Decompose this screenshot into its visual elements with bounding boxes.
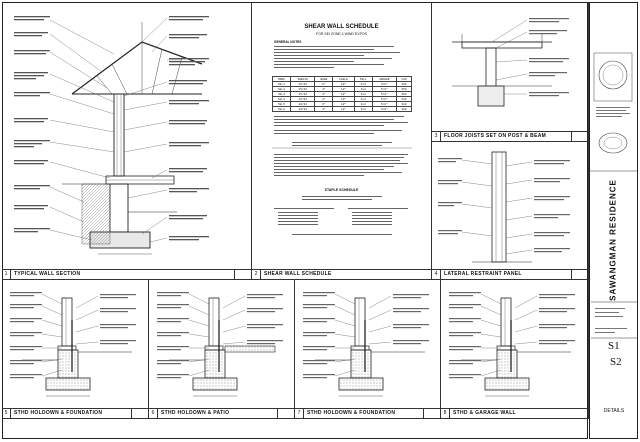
table-cell: SW-6 — [271, 106, 292, 112]
table-cell: 3x4 — [353, 106, 373, 112]
table-cell: 5/8" — [371, 106, 398, 112]
scale-box — [277, 409, 294, 418]
sheet-border — [2, 2, 588, 439]
panel-title: STHD HOLDOWN & PATIO — [161, 410, 230, 416]
post-beam-drawing — [452, 18, 569, 107]
schedule-notes — [274, 46, 400, 68]
panel-number: 4 — [432, 270, 441, 279]
holdown-detail-drawing — [303, 292, 429, 397]
revision-lines — [591, 301, 638, 339]
staple-schedule-title: STAPLE SCHEDULE — [324, 188, 359, 192]
panel-number: 2 — [252, 270, 261, 279]
table-cell: 460 — [396, 106, 412, 112]
panel-number: 7 — [295, 409, 304, 418]
holdown-detail-drawing — [157, 292, 283, 397]
table-cell: 12" — [332, 106, 355, 112]
project-title: SAWANGMAN RESIDENCE — [608, 179, 618, 301]
schedule-subtitle: FOR SEI ZONE 4 WIND EXPOS — [316, 32, 367, 36]
staple-schedule-notes — [274, 196, 408, 235]
details-label: DETAILS — [603, 408, 625, 414]
engineer-stamps — [590, 52, 637, 172]
scale-box — [234, 270, 251, 279]
panel-number: 6 — [149, 409, 158, 418]
schedule-footnotes — [272, 116, 412, 176]
table-cell: 19/32 — [290, 106, 316, 112]
panel-title: STHD HOLDOWN & FOUNDATION — [14, 410, 103, 416]
project-title-area: SAWANGMAN RESIDENCE — [591, 179, 635, 301]
schedule-title: SHEAR WALL SCHEDULE — [304, 24, 379, 30]
panel-title: LATERAL RESTRAINT PANEL — [444, 271, 522, 277]
sheet-number-current: S1 — [608, 340, 620, 352]
panel-title: STHD & GARAGE WALL — [453, 410, 516, 416]
sheet-number-next: S2 — [610, 356, 622, 368]
restraint-panel-drawing — [438, 151, 570, 263]
panel-title: SHEAR WALL SCHEDULE — [264, 271, 332, 277]
panel-title: TYPICAL WALL SECTION — [14, 271, 81, 277]
panel-title: STHD HOLDOWN & FOUNDATION — [307, 410, 396, 416]
scale-box — [131, 409, 148, 418]
table-cell: 4" — [314, 106, 334, 112]
scale-box — [571, 270, 588, 279]
panel-number: 8 — [441, 409, 450, 418]
holdown-detail-drawing — [449, 292, 575, 397]
panel-number: 3 — [432, 132, 441, 141]
panel-number: 5 — [2, 409, 11, 418]
panel-number: 1 — [2, 270, 11, 279]
panel-shear-wall-schedule: SHEAR WALL SCHEDULE FOR SEI ZONE 4 WIND … — [252, 2, 432, 280]
wall-section-drawing — [14, 16, 209, 255]
holdown-detail-drawing — [10, 292, 136, 397]
title-block — [589, 2, 638, 439]
scale-box — [571, 132, 588, 141]
scale-box — [423, 409, 440, 418]
panel-title: FLOOR JOISTS SET ON POST & BEAM — [444, 133, 547, 139]
notes-heading: GENERAL NOTES — [274, 40, 302, 44]
